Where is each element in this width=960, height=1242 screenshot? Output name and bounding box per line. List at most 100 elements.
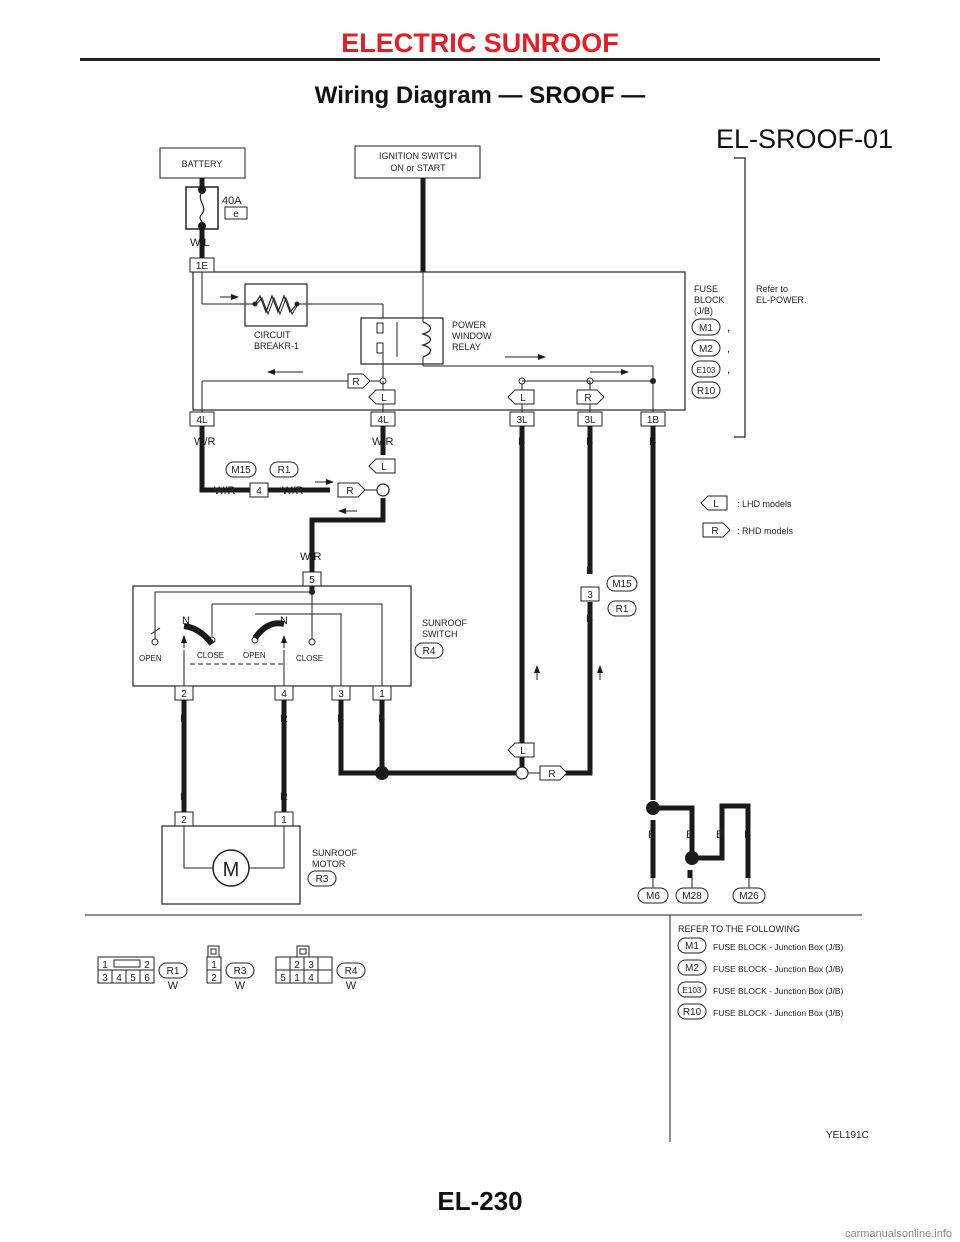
cb-line-1: CIRCUIT (254, 330, 291, 340)
fuse-block (192, 271, 686, 411)
svg-text:3L: 3L (584, 415, 596, 426)
svg-text:FUSE BLOCK - Junction Box (J/B: FUSE BLOCK - Junction Box (J/B) (713, 942, 844, 952)
terminal-3l-a: 3L (509, 411, 535, 427)
svg-text:1: 1 (281, 815, 287, 826)
fuse-id: e (233, 209, 239, 220)
sw-open-1: OPEN (139, 654, 162, 663)
switch-line-2: SWITCH (422, 629, 458, 639)
wire-r-motor: R (280, 791, 288, 803)
refer-line-1: Refer to (756, 284, 788, 294)
sw-n-1: N (182, 615, 190, 627)
svg-text:FUSE BLOCK - Junction Box (J/B: FUSE BLOCK - Junction Box (J/B) (713, 1008, 844, 1018)
svg-text:R: R (352, 377, 359, 388)
svg-text:1B: 1B (647, 415, 660, 426)
terminal-1b: 1B (640, 411, 666, 427)
svg-text:R10: R10 (683, 1007, 702, 1018)
svg-text:: RHD models: : RHD models (737, 526, 794, 536)
svg-text:2: 2 (294, 960, 300, 971)
terminal-4l-a: 4L (189, 411, 215, 427)
refer-line-2: EL-POWER. (756, 295, 807, 305)
svg-text:R1: R1 (167, 966, 180, 977)
conn-view-r4: 2 3 5 1 4 R4 W (275, 945, 366, 992)
conn-r4-switch: R4 (414, 642, 444, 659)
svg-text:M15: M15 (231, 465, 251, 476)
svg-text:R4: R4 (423, 646, 436, 657)
motor-line-2: MOTOR (312, 859, 346, 869)
svg-text:,: , (727, 364, 730, 376)
svg-text:4: 4 (256, 486, 262, 497)
conn-view-r3: 1 2 R3 W (206, 945, 255, 992)
joint-connector-3: 3 (580, 586, 600, 602)
opt-tag-r-1: R (347, 373, 371, 389)
wire-color-wr-4: W/R (282, 485, 303, 497)
svg-text:L: L (520, 746, 526, 757)
svg-text:W: W (346, 980, 357, 992)
svg-text:1: 1 (102, 960, 108, 971)
ground-m26: M26 (732, 887, 766, 904)
switch-terminal-3: 3 (331, 685, 351, 701)
svg-text:: LHD models: : LHD models (737, 499, 792, 509)
svg-text:3: 3 (308, 960, 314, 971)
refer-row-m1: M1 FUSE BLOCK - Junction Box (J/B) (677, 937, 844, 954)
opt-tag-l-4: L (507, 742, 535, 758)
switch-line-1: SUNROOF (422, 618, 468, 628)
conn-m15-top: M15 (225, 461, 257, 478)
svg-text:R1: R1 (278, 465, 291, 476)
wire-color-wl: W/L (190, 237, 210, 249)
terminal-3l-b: 3L (577, 411, 603, 427)
opt-tag-r-3: R (337, 482, 366, 498)
svg-text:M6: M6 (646, 891, 660, 902)
wire-r-sw: R (280, 713, 288, 725)
svg-text:3L: 3L (516, 415, 528, 426)
fuse-rating: 40A (222, 195, 242, 207)
svg-text:M15: M15 (612, 579, 632, 590)
joint-connector-4: 4 (249, 482, 269, 498)
wire-b-g3: B (716, 829, 723, 841)
opt-tag-l-3: L (368, 458, 396, 474)
fb-label-2: BLOCK (694, 295, 725, 305)
legend-rhd: R : RHD models (702, 522, 794, 538)
legend-lhd: L : LHD models (700, 495, 792, 511)
svg-text:W: W (168, 980, 179, 992)
svg-text:2: 2 (211, 973, 217, 984)
svg-text:E103: E103 (683, 986, 702, 995)
battery-label: BATTERY (182, 159, 223, 169)
svg-text:2: 2 (144, 960, 150, 971)
opt-tag-r-2: R (576, 389, 605, 405)
conn-view-r1: 1 2 3 4 5 6 R1 W (97, 956, 188, 992)
sunroof-motor (161, 825, 301, 905)
opt-tag-r-4: R (539, 765, 568, 781)
svg-text:3: 3 (338, 689, 344, 700)
opt-tag-l-1: L (368, 389, 396, 405)
switch-terminal-2: 2 (174, 685, 194, 701)
svg-text:R: R (711, 526, 718, 537)
svg-text:W: W (235, 980, 246, 992)
svg-text:FUSE BLOCK - Junction Box (J/B: FUSE BLOCK - Junction Box (J/B) (713, 986, 844, 996)
ground-m6: M6 (637, 887, 669, 904)
fb-label-3: (J/B) (694, 306, 713, 316)
svg-text:4L: 4L (196, 415, 208, 426)
fb-label-1: FUSE (694, 284, 718, 294)
svg-text:5: 5 (309, 575, 315, 586)
svg-text:1: 1 (211, 960, 217, 971)
svg-text:5: 5 (130, 973, 136, 984)
watermark: carmanualsonline.info (844, 1228, 952, 1240)
svg-text:4: 4 (308, 973, 314, 984)
svg-text:2: 2 (181, 815, 187, 826)
svg-text:M1: M1 (699, 323, 713, 334)
fb-connector-m2: M2 (691, 339, 721, 357)
circuit-breaker (244, 283, 308, 327)
wire-color-wr-1: W/R (194, 436, 215, 448)
relay-line-3: RELAY (452, 342, 481, 352)
svg-text:FUSE BLOCK - Junction Box (J/B: FUSE BLOCK - Junction Box (J/B) (713, 964, 844, 974)
fb-connector-e103: E103 (691, 360, 721, 378)
terminal-1e: 1E (196, 261, 209, 272)
svg-text:R3: R3 (316, 874, 329, 885)
ignition-switch-box (354, 145, 481, 179)
diagram-code: EL-SROOF-01 (716, 124, 894, 154)
relay-line-2: WINDOW (452, 331, 492, 341)
svg-text:R: R (548, 769, 555, 780)
conn-r3-motor: R3 (307, 870, 337, 887)
svg-text:1: 1 (379, 689, 385, 700)
